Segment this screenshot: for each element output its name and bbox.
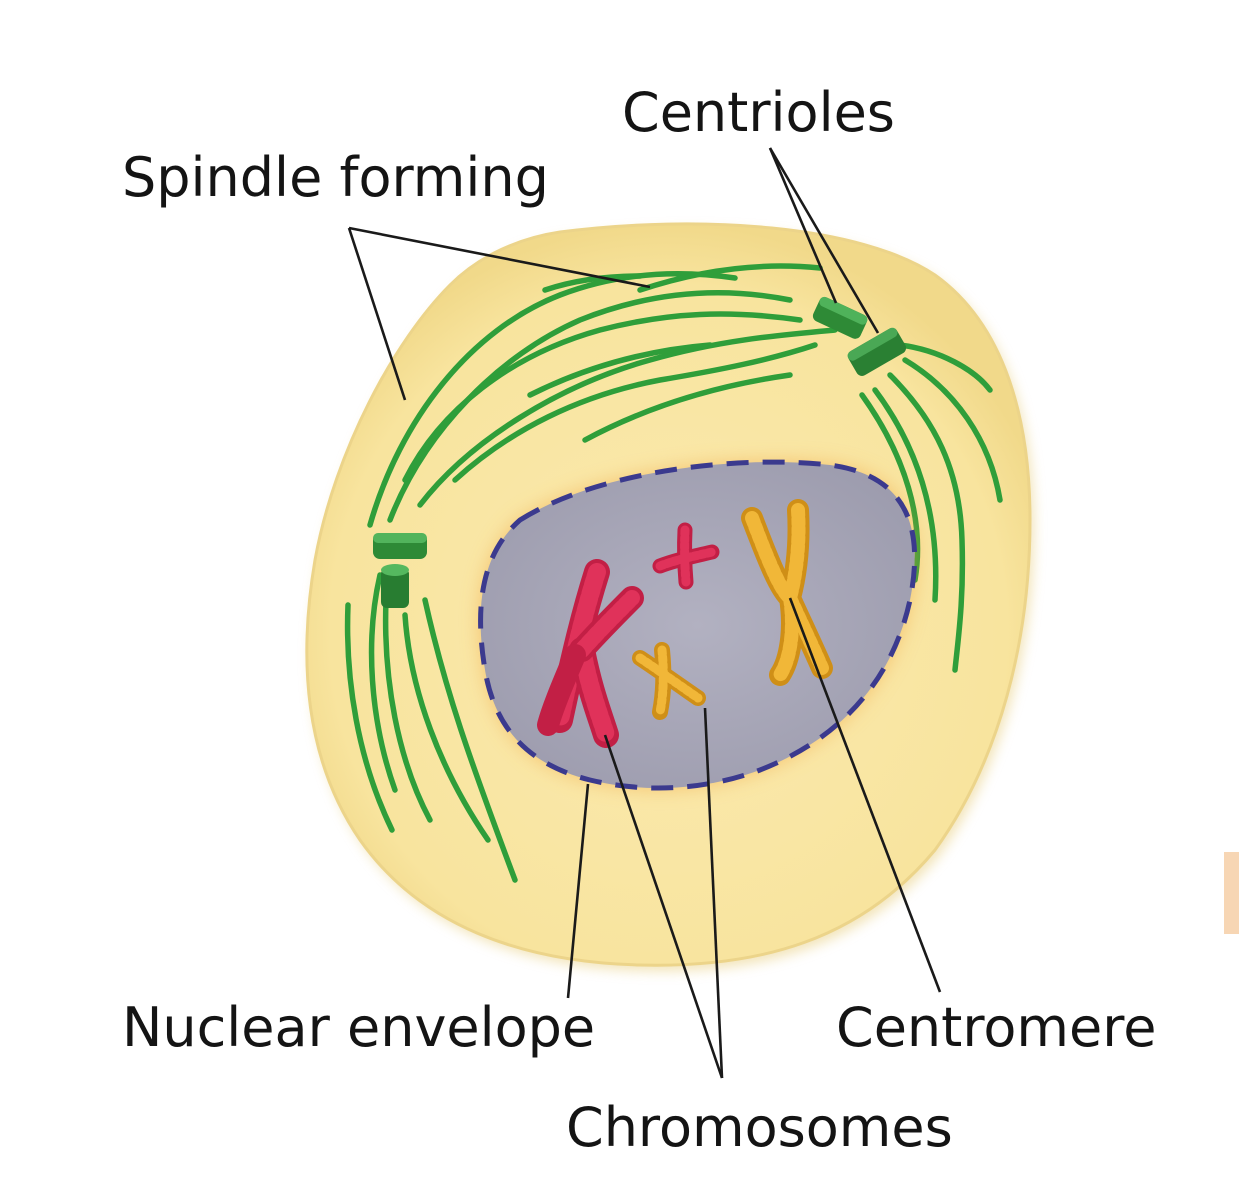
leader-spindle-b: [348, 226, 651, 289]
centriole-upper-a: [812, 296, 868, 339]
chromosomes: [537, 499, 833, 748]
chromosome-red-small: [652, 522, 720, 590]
leader-centromere: [788, 597, 942, 993]
centriole-pair-left: [373, 533, 427, 608]
centriole-left-a: [373, 533, 427, 559]
centriole-left-b: [381, 564, 409, 608]
label-centromere: Centromere: [836, 996, 1156, 1059]
leader-nuclear-envelope: [566, 783, 590, 999]
leader-chromosomes-b: [703, 707, 724, 1079]
leader-centrioles-a: [768, 147, 838, 304]
chromosome-yellow-large: [741, 499, 833, 686]
spindle-fibers: [344, 263, 1003, 883]
leader-chromosomes-a: [603, 734, 724, 1079]
leader-spindle-a: [347, 227, 407, 401]
label-spindle-forming: Spindle forming: [122, 146, 549, 209]
centriole-pair-upper: [812, 296, 907, 376]
leader-centrioles-b: [768, 147, 880, 334]
leader-lines: [347, 147, 942, 1079]
chromosome-yellow-small: [632, 642, 706, 720]
label-nuclear-envelope: Nuclear envelope: [122, 996, 595, 1059]
centriole-upper-b: [847, 327, 907, 376]
chromosome-red-large: [537, 559, 644, 748]
edge-fragment: [1224, 852, 1239, 934]
nuclear-envelope-outline: [478, 459, 918, 791]
label-chromosomes: Chromosomes: [566, 1096, 953, 1159]
label-centrioles: Centrioles: [622, 81, 895, 144]
